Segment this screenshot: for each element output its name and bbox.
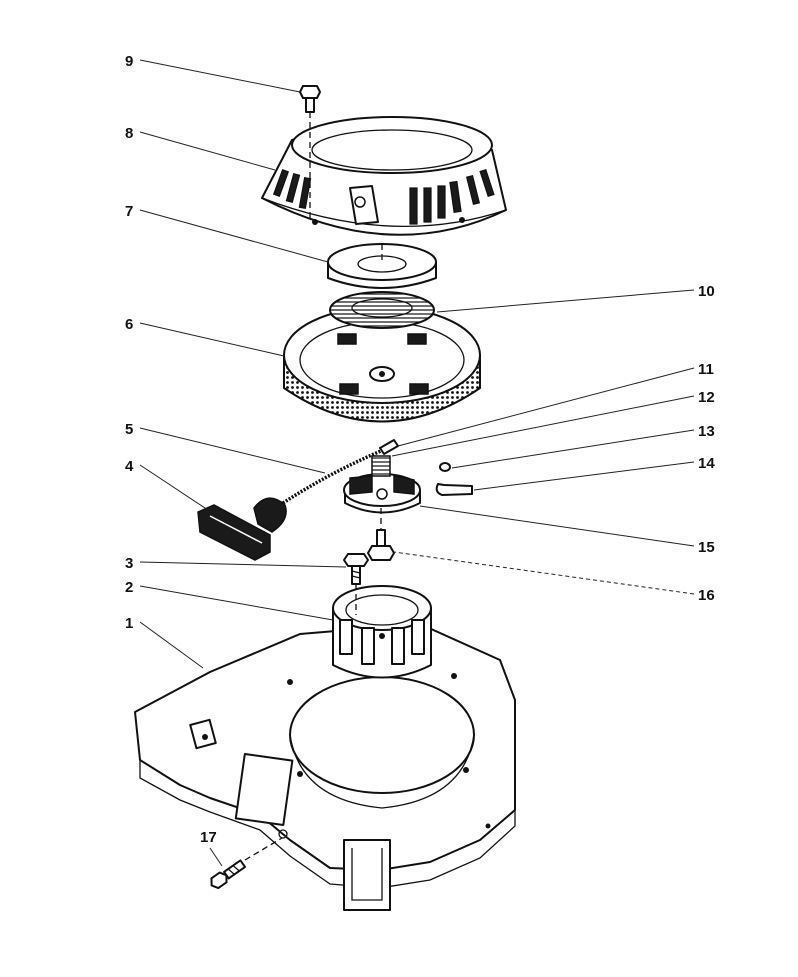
part-4-starter-handle <box>197 497 287 561</box>
part-6-pulley <box>283 306 481 423</box>
alignment-lines <box>244 112 383 861</box>
leader-13 <box>451 429 695 469</box>
leader-11 <box>397 367 695 447</box>
leader-8 <box>139 131 276 171</box>
callout-6: 6 <box>125 316 133 333</box>
callout-15: 15 <box>698 539 715 556</box>
leader-17 <box>209 847 223 867</box>
leader-3 <box>139 561 347 568</box>
callout-1: 1 <box>125 615 133 632</box>
callout-8: 8 <box>125 125 133 142</box>
callout-9: 9 <box>125 53 133 70</box>
part-1-blower-housing <box>134 623 516 911</box>
part-2-starter-cup <box>332 585 432 679</box>
leader-10 <box>436 289 695 313</box>
callout-5: 5 <box>125 421 133 438</box>
leader-7 <box>139 209 329 263</box>
part-16-bolt <box>367 529 395 561</box>
part-9-screw <box>299 85 321 113</box>
callout-11: 11 <box>698 361 714 378</box>
leader-lines <box>139 59 695 867</box>
part-13-small-spring <box>371 455 391 477</box>
callout-16: 16 <box>698 587 715 604</box>
callout-4: 4 <box>125 458 134 475</box>
part-14-clip <box>435 462 473 496</box>
callout-2: 2 <box>125 579 133 596</box>
leader-12 <box>391 395 695 457</box>
callout-10: 10 <box>698 283 715 300</box>
part-8-starter-cover <box>261 116 507 236</box>
leader-16 <box>393 551 695 595</box>
leader-6 <box>139 322 285 357</box>
leader-1 <box>139 621 204 669</box>
part-17-screw <box>210 859 247 890</box>
part-15-pawl-housing <box>343 473 421 514</box>
part-3-screw <box>343 553 369 585</box>
callout-14: 14 <box>698 455 715 472</box>
callout-7: 7 <box>125 203 133 220</box>
leader-5 <box>139 427 326 474</box>
leader-4 <box>139 464 209 511</box>
part-10-recoil-spring <box>329 291 435 329</box>
callout-17: 17 <box>200 829 217 846</box>
leader-9 <box>139 59 301 93</box>
callout-3: 3 <box>125 555 133 572</box>
callout-13: 13 <box>698 423 715 440</box>
callout-labels: 9 8 7 6 5 4 3 2 1 10 11 12 13 14 15 16 1… <box>125 53 715 846</box>
part-7-spring-retainer <box>327 243 437 289</box>
leader-2 <box>139 585 334 621</box>
callout-12: 12 <box>698 389 715 406</box>
leader-15 <box>419 505 695 547</box>
leader-14 <box>473 461 695 491</box>
